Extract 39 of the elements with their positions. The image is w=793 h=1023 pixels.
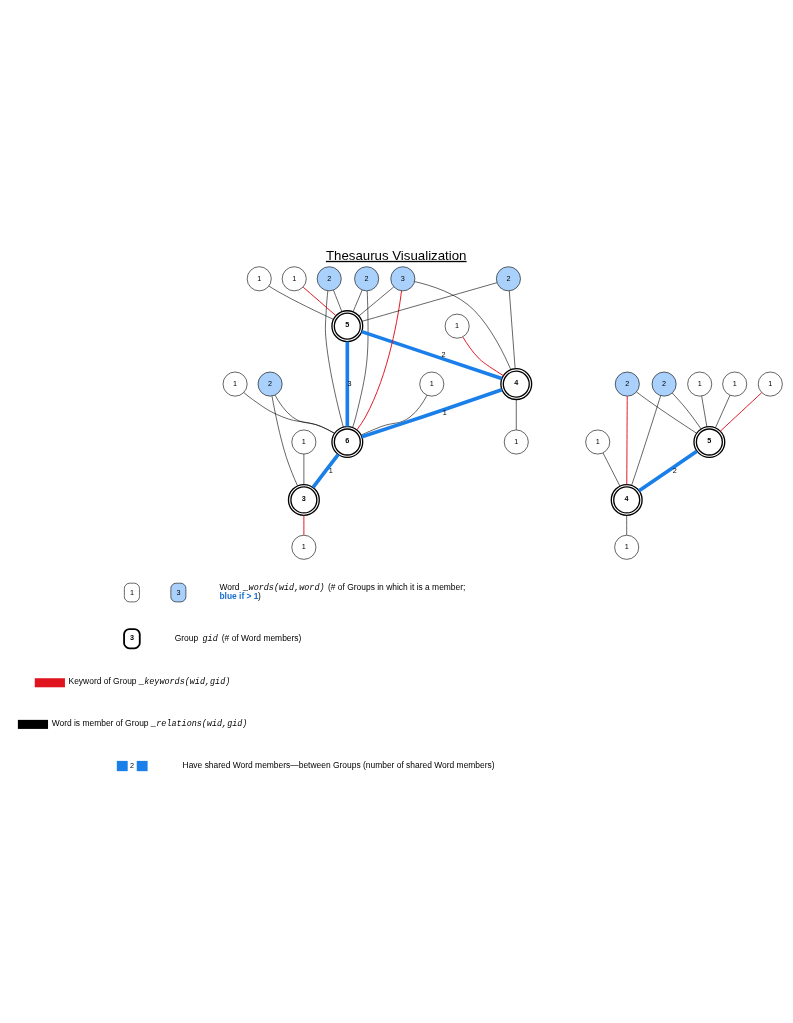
connector [352, 289, 363, 312]
connector [638, 449, 698, 492]
connector [361, 387, 503, 438]
connector [626, 395, 628, 485]
connector [626, 514, 627, 535]
connector [515, 398, 517, 430]
connector [671, 392, 702, 429]
connector [274, 394, 335, 434]
connector [271, 395, 298, 486]
connector [243, 391, 335, 433]
legend-label: Have shared Word members—between Groups (number of shared Word members) [182, 759, 495, 770]
connector [719, 391, 763, 432]
diagram-title: Thesaurus Visualization [325, 247, 467, 263]
connector [361, 281, 498, 322]
connector [333, 289, 343, 312]
legend-label: Word _words(wid,word) (# of Groups in which it is a member; blue if > 1) [219, 581, 466, 601]
legend-label: Group gid (# of Word members) [174, 632, 302, 644]
connector [345, 341, 350, 427]
connector [701, 395, 708, 427]
connector [715, 394, 731, 428]
connector [509, 290, 516, 369]
connector [311, 453, 340, 488]
connector [268, 285, 334, 320]
legend-label: Keyword of Group _keywords(wid,gid) [68, 675, 231, 687]
connector [352, 290, 369, 428]
connector [462, 336, 504, 376]
connector [602, 452, 621, 486]
connector [360, 394, 428, 435]
connector [358, 286, 394, 316]
connector [356, 289, 403, 430]
connector [414, 280, 512, 370]
connector [636, 391, 697, 433]
legend-label: Word is member of Group _relations(wid,gid) [51, 717, 248, 729]
connector [302, 286, 337, 316]
connector [325, 290, 344, 427]
connector [361, 329, 503, 380]
connector [303, 514, 305, 535]
connector [631, 395, 661, 485]
connector [303, 453, 305, 485]
